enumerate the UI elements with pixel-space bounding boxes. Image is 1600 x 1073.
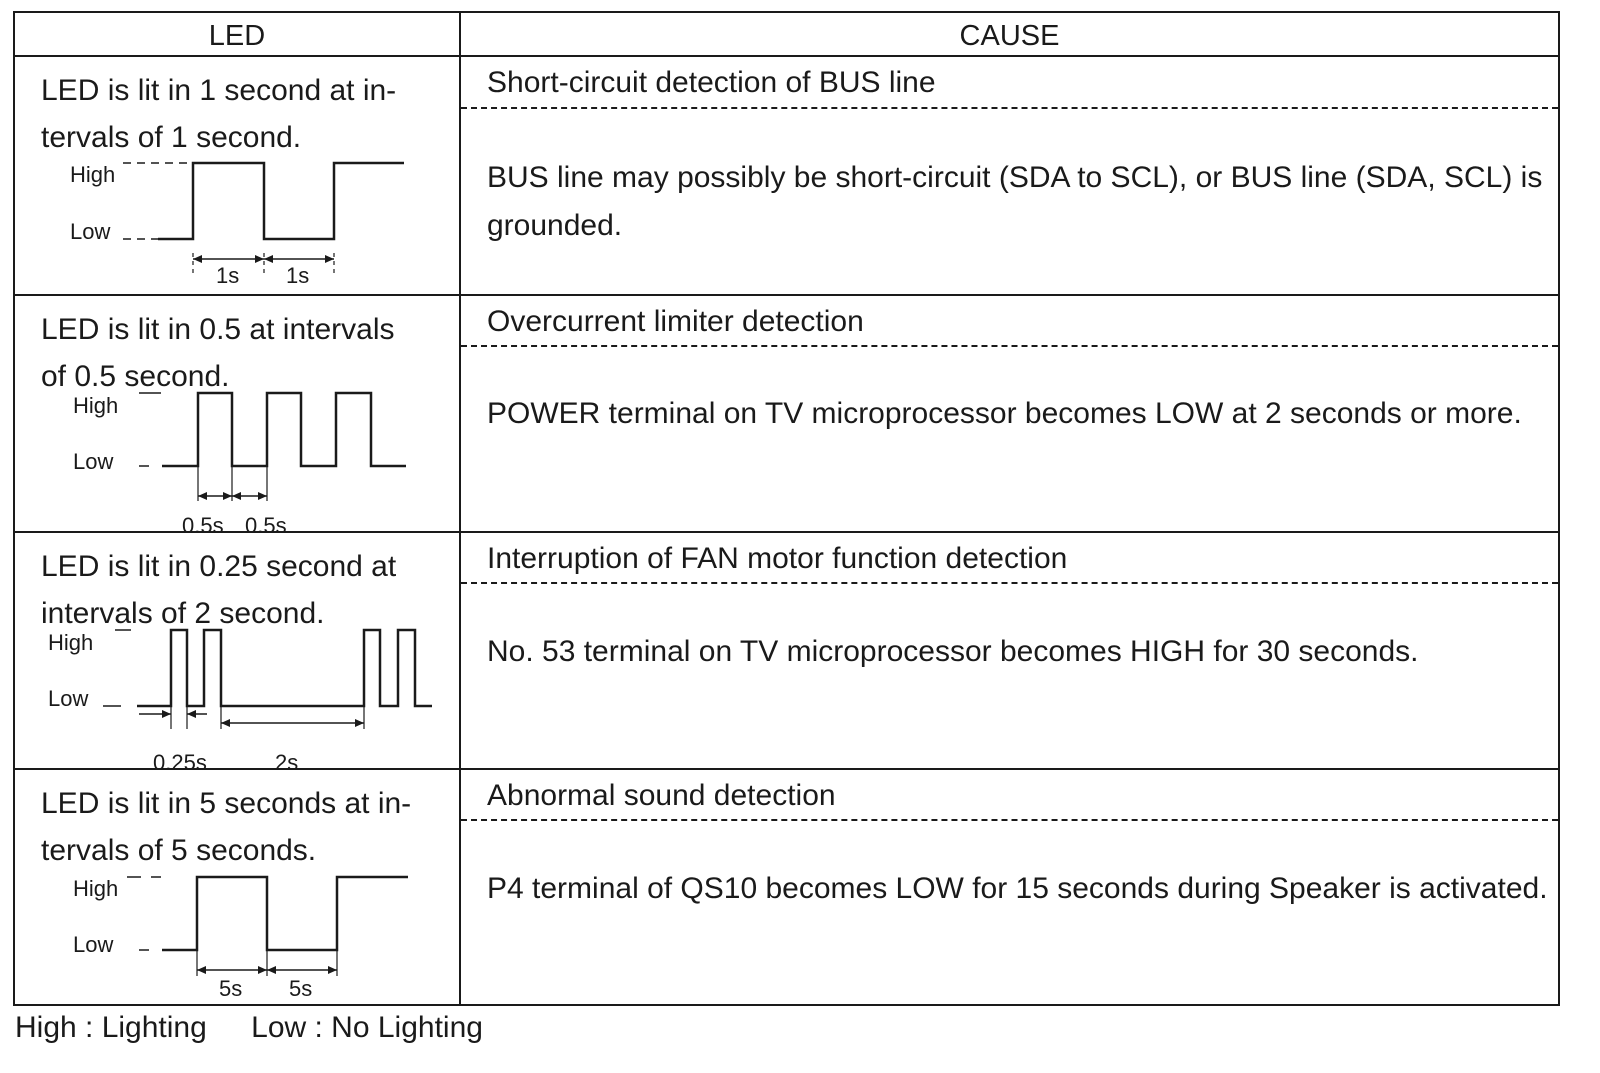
timing-label: 0.5s bbox=[245, 513, 287, 533]
timing-arrowheads bbox=[198, 492, 267, 500]
led-waveform bbox=[162, 391, 406, 468]
header-cause: CAUSE bbox=[959, 20, 1060, 52]
led-description-line: intervals of 2 second. bbox=[41, 597, 325, 630]
high-level-label: High bbox=[48, 630, 93, 655]
led-waveform bbox=[158, 161, 404, 241]
led-description: LED is lit in 1 second at in- tervals of… bbox=[41, 67, 451, 161]
timing-arrowheads bbox=[193, 255, 334, 263]
led-description-line: tervals of 5 seconds. bbox=[41, 834, 317, 867]
cause-title: Interruption of FAN motor function detec… bbox=[487, 542, 1068, 575]
low-level-label: Low bbox=[48, 686, 88, 711]
table-row: LED is lit in 1 second at in- tervals of… bbox=[15, 57, 1558, 294]
legend-footer: High : Lighting Low : No Lighting bbox=[15, 1010, 519, 1046]
waveform-diagram: High Low 1s 1s bbox=[70, 161, 404, 288]
timing-label: 2s bbox=[275, 750, 298, 770]
led-description: LED is lit in 0.25 second at intervals o… bbox=[41, 543, 451, 637]
led-description-line: LED is lit in 0.5 at intervals bbox=[41, 313, 395, 346]
low-legend: Low : No Lighting bbox=[251, 1011, 483, 1044]
header-divider bbox=[15, 55, 1558, 57]
low-level-label: Low bbox=[70, 219, 110, 244]
dashed-divider bbox=[461, 819, 1558, 821]
cause-description: No. 53 terminal on TV microprocessor bec… bbox=[487, 635, 1419, 668]
low-level-label: Low bbox=[73, 449, 113, 474]
row-divider bbox=[15, 531, 1558, 533]
high-legend: High : Lighting bbox=[15, 1011, 207, 1044]
high-level-label: High bbox=[73, 393, 118, 418]
dashed-divider bbox=[461, 107, 1558, 109]
led-description-line: LED is lit in 5 seconds at in- bbox=[41, 787, 412, 820]
table-row: LED is lit in 5 seconds at in- tervals o… bbox=[15, 770, 1558, 1004]
waveform-diagram: High Low 0.25s 2s bbox=[48, 628, 432, 770]
table-row: LED is lit in 0.25 second at intervals o… bbox=[15, 533, 1558, 770]
timing-label: 1s bbox=[216, 263, 239, 288]
high-level-label: High bbox=[70, 162, 115, 187]
led-description: LED is lit in 5 seconds at in- tervals o… bbox=[41, 780, 451, 874]
row-divider bbox=[15, 768, 1558, 770]
timing-arrowheads bbox=[162, 710, 364, 727]
cause-description: POWER terminal on TV microprocessor beco… bbox=[487, 397, 1522, 430]
led-description-line: tervals of 1 second. bbox=[41, 121, 302, 154]
cause-description: BUS line may possibly be short-circuit (… bbox=[487, 161, 1543, 242]
cause-title: Overcurrent limiter detection bbox=[487, 305, 864, 338]
header-led: LED bbox=[208, 20, 266, 52]
column-divider bbox=[459, 13, 461, 1004]
timing-label: 1s bbox=[286, 263, 309, 288]
timing-label: 0.25s bbox=[153, 750, 207, 770]
led-waveform bbox=[137, 628, 432, 708]
dashed-divider bbox=[461, 345, 1558, 347]
high-level-label: High bbox=[73, 876, 118, 901]
led-description-line: of 0.5 second. bbox=[41, 360, 230, 393]
dashed-divider bbox=[461, 582, 1558, 584]
timing-label: 5s bbox=[219, 976, 242, 1001]
led-description: LED is lit in 0.5 at intervals of 0.5 se… bbox=[41, 306, 451, 400]
led-waveform bbox=[162, 875, 408, 952]
led-description-line: LED is lit in 1 second at in- bbox=[41, 74, 397, 107]
row-divider bbox=[15, 294, 1558, 296]
cause-title: Abnormal sound detection bbox=[487, 779, 836, 812]
waveform-diagram: High Low 5s 5s bbox=[73, 875, 408, 1001]
low-level-label: Low bbox=[73, 932, 113, 957]
cause-description: P4 terminal of QS10 becomes LOW for 15 s… bbox=[487, 872, 1548, 905]
led-cause-table: LED CAUSE LED is lit in 1 second at in- … bbox=[13, 11, 1560, 1006]
led-description-line: LED is lit in 0.25 second at bbox=[41, 550, 397, 583]
cause-title: Short-circuit detection of BUS line bbox=[487, 66, 936, 99]
timing-arrowheads bbox=[197, 966, 337, 974]
timing-label: 0.5s bbox=[182, 513, 224, 533]
table-row: LED is lit in 0.5 at intervals of 0.5 se… bbox=[15, 296, 1558, 533]
waveform-diagram: High Low 0.5s 0.5s bbox=[73, 391, 406, 533]
timing-label: 5s bbox=[289, 976, 312, 1001]
